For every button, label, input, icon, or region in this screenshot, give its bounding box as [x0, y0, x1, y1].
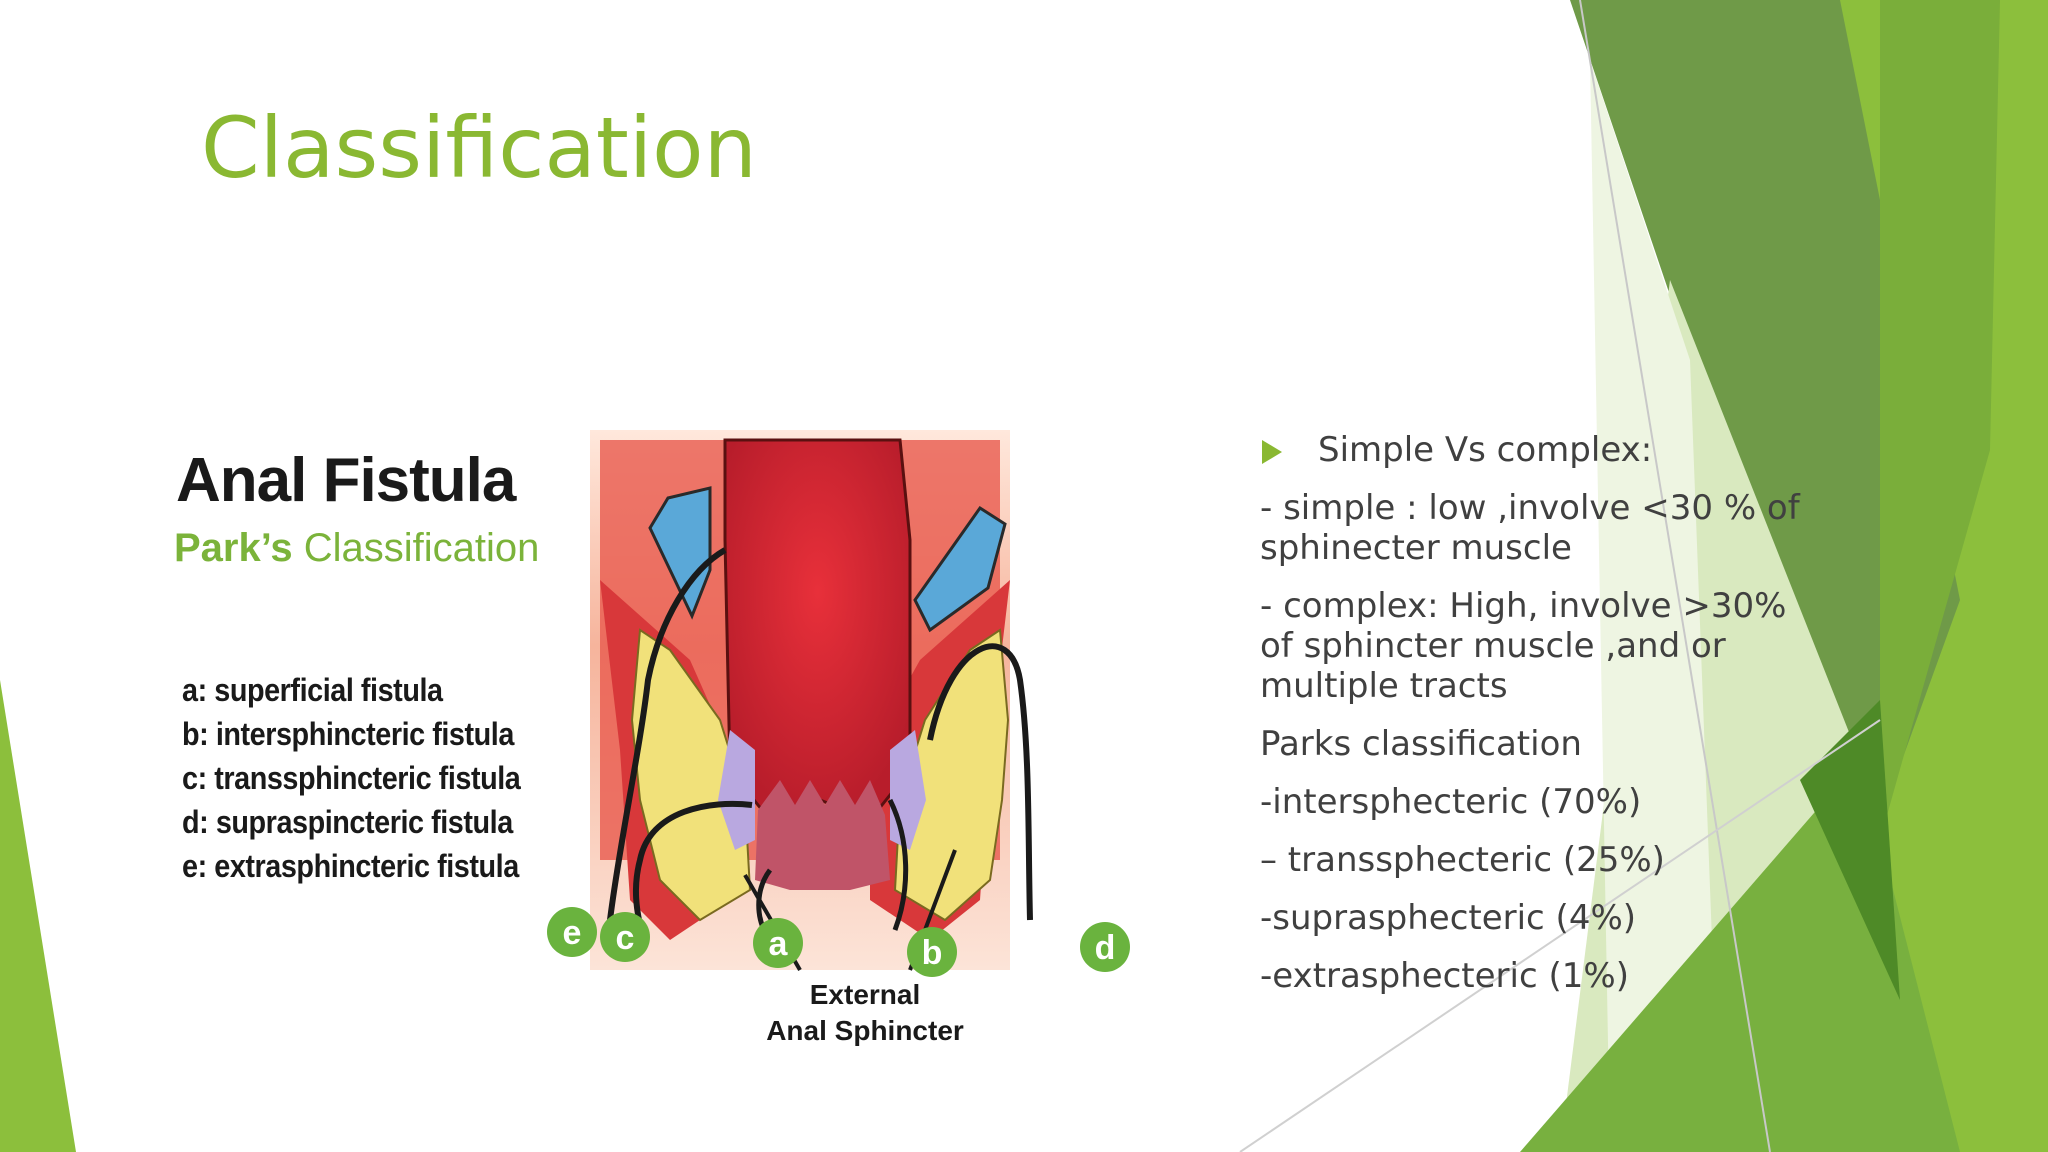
- marker-d: d: [1080, 922, 1130, 972]
- left-internal-sphincter: [718, 730, 755, 850]
- thin-line-1: [1579, 0, 1771, 1152]
- slide-title: Classification: [201, 99, 757, 197]
- svg-text:b: b: [922, 934, 943, 972]
- legend-item-a: a: superficial fistula: [182, 672, 443, 708]
- diagram-legend: a: superficial fistula b: intersphincter…: [182, 668, 558, 888]
- fistula-tract-d: [927, 643, 1033, 921]
- marker-b: b: [907, 927, 957, 977]
- legend-item-d: d: supraspincteric fistula: [182, 804, 513, 840]
- thin-line-2: [1239, 719, 1881, 1152]
- bullet-text: Simple Vs complex:: [1318, 430, 1653, 470]
- legend-item-c: c: transsphincteric fistula: [182, 760, 521, 796]
- triangle-bullet-icon: [1262, 440, 1282, 464]
- right-deep-green-facet: [1800, 700, 1900, 1000]
- parks-transsphincteric: – transsphecteric (25%): [1260, 840, 1665, 880]
- marker-c: c: [600, 912, 650, 962]
- parks-heading: Parks classification: [1260, 724, 1582, 764]
- anal-fistula-diagram: e c a b d Anal Fistula Park’s Classifica…: [170, 420, 1140, 1046]
- fistula-tract-c: [633, 800, 753, 926]
- parks-intersphincteric: -intersphecteric (70%): [1260, 782, 1642, 822]
- diagram-subtitle: Park’s Classification: [174, 528, 539, 568]
- fistula-tract-e: [607, 547, 727, 921]
- parks-suprasphincteric: -suprasphecteric (4%): [1260, 898, 1637, 938]
- legend-item-b: b: intersphincteric fistula: [182, 716, 514, 752]
- diagram-subtitle-bold: Park’s: [174, 526, 293, 570]
- parks-extrasphincteric: -extrasphecteric (1%): [1260, 956, 1629, 996]
- bullet-item: Simple Vs complex:: [1260, 430, 1820, 470]
- left-blue-structure: [648, 486, 712, 620]
- fistula-tract-b: [887, 798, 909, 931]
- simple-definition: - simple : low ,involve <30 % of sphinec…: [1260, 488, 1800, 568]
- right-blue-structure: [913, 505, 1007, 633]
- svg-text:a: a: [769, 925, 789, 963]
- anal-canal: [755, 780, 890, 890]
- right-pale-green-facet: [1590, 60, 1720, 1152]
- external-sphincter-label-line2: Anal Sphincter: [766, 1015, 964, 1046]
- left-green-triangle: [0, 680, 76, 1152]
- diagram-title: Anal Fistula: [176, 446, 516, 515]
- marker-a: a: [753, 918, 803, 968]
- svg-text:d: d: [1095, 929, 1116, 967]
- anatomy-illustration: e c a b d: [547, 430, 1130, 977]
- svg-text:c: c: [616, 919, 635, 957]
- external-sphincter-label-line1: External: [809, 979, 921, 1010]
- legend-item-e: e: extrasphincteric fistula: [182, 848, 519, 884]
- marker-e: e: [547, 907, 597, 957]
- right-mid-green-facet: [1880, 0, 2000, 840]
- external-sphincter-label: External Anal Sphincter: [740, 977, 990, 1049]
- complex-definition: - complex: High, involve >30% of sphinct…: [1260, 586, 1787, 706]
- svg-text:e: e: [563, 914, 582, 952]
- diagram-subtitle-rest: Classification: [292, 526, 540, 570]
- classification-text: Simple Vs complex: - simple : low ,invol…: [1260, 430, 1820, 1014]
